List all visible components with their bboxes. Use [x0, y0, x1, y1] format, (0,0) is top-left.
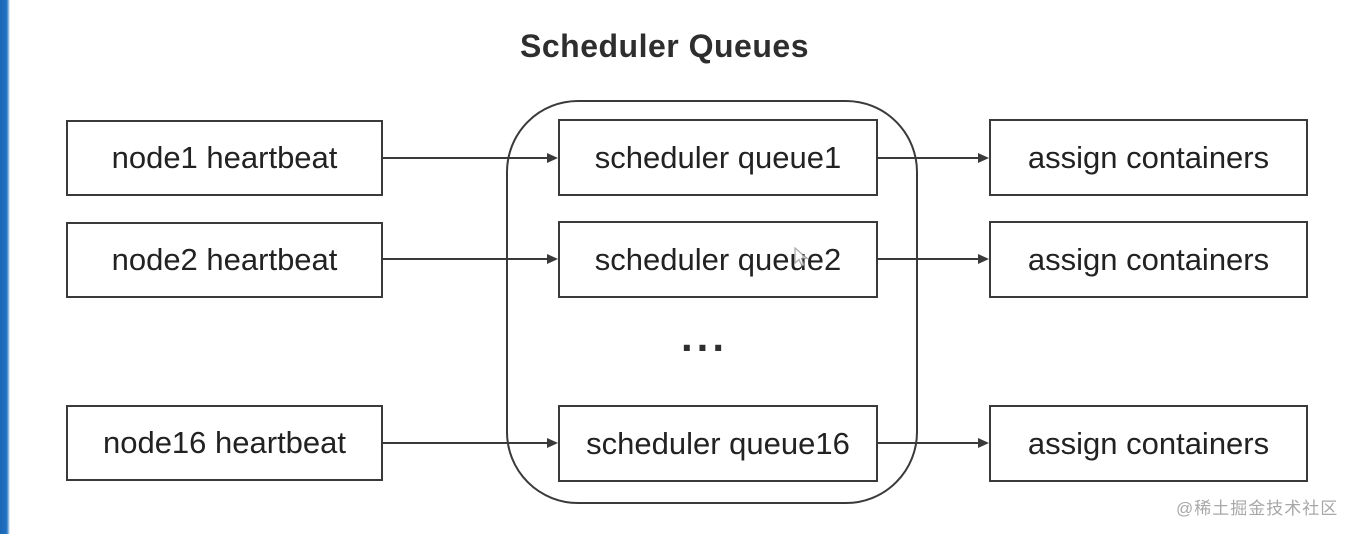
- scheduler-queues-group-outline: [506, 100, 918, 504]
- scheduler-queue2-box: scheduler queue2: [558, 221, 878, 298]
- queues-ellipsis: ...: [681, 313, 729, 360]
- assign-containers-box-3: assign containers: [989, 405, 1308, 482]
- diagram-title: Scheduler Queues: [520, 28, 809, 64]
- scheduler-queue16-label: scheduler queue16: [586, 425, 850, 461]
- node2-heartbeat-box: node2 heartbeat: [66, 222, 383, 298]
- left-edge-accent-bar: [0, 0, 10, 534]
- node16-heartbeat-box: node16 heartbeat: [66, 405, 383, 481]
- assign-containers-label-2: assign containers: [1027, 241, 1270, 277]
- scheduler-queue16-box: scheduler queue16: [558, 405, 878, 482]
- mouse-cursor-icon: [794, 247, 809, 267]
- assign-containers-box-2: assign containers: [989, 221, 1308, 298]
- scheduler-queue1-label: scheduler queue1: [594, 139, 842, 175]
- assign-containers-label-3: assign containers: [1027, 425, 1270, 461]
- node1-heartbeat-box: node1 heartbeat: [66, 120, 383, 196]
- scheduler-queue1-box: scheduler queue1: [558, 119, 878, 196]
- node1-heartbeat-label: node1 heartbeat: [111, 140, 338, 175]
- node16-heartbeat-label: node16 heartbeat: [102, 425, 347, 460]
- assign-containers-box-1: assign containers: [989, 119, 1308, 196]
- node2-heartbeat-label: node2 heartbeat: [111, 242, 338, 277]
- watermark-text: @稀土掘金技术社区: [1176, 499, 1339, 518]
- assign-containers-label-1: assign containers: [1027, 139, 1270, 175]
